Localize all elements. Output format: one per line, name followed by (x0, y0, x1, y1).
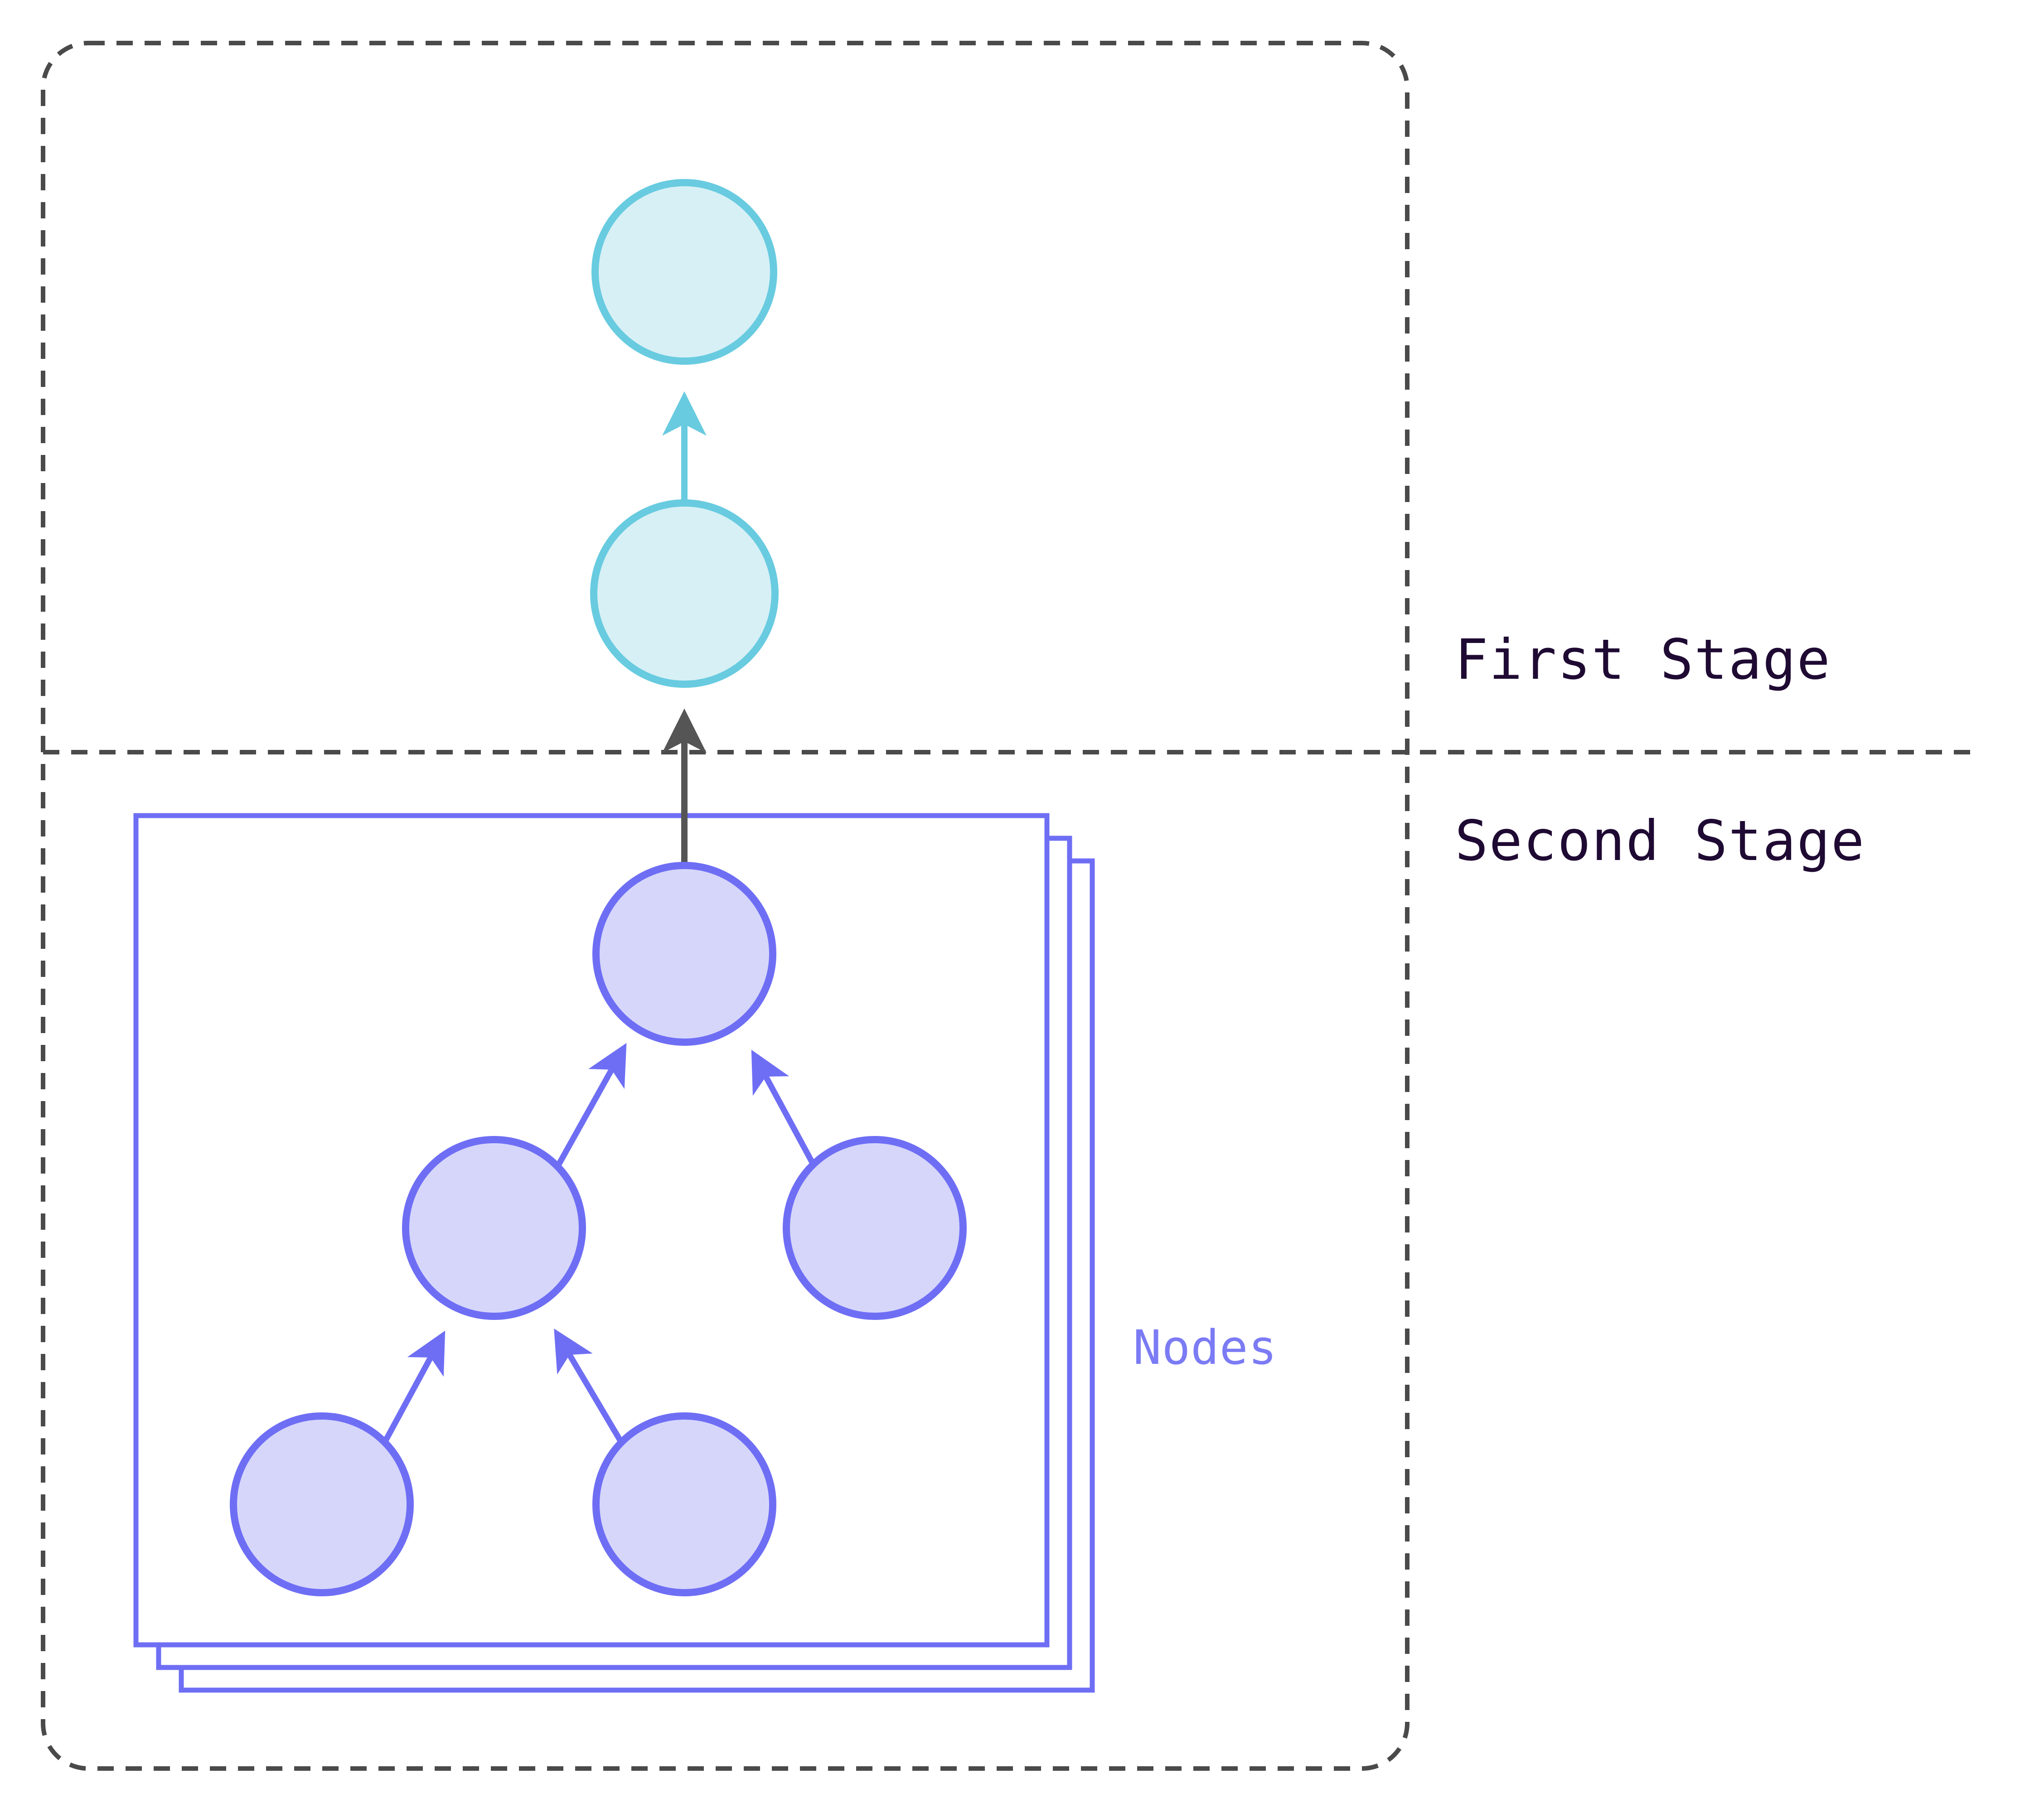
second-stage-node-mid-right[interactable] (783, 1136, 967, 1320)
second-stage-node-leaf-left[interactable] (230, 1412, 414, 1596)
first-stage-node-top[interactable] (591, 179, 777, 365)
nodes-label: Nodes (1133, 1320, 1277, 1375)
first-stage-node-bottom[interactable] (590, 499, 779, 688)
second-stage-node-leaf-mid[interactable] (592, 1412, 776, 1596)
second-stage-node-mid-left[interactable] (402, 1136, 586, 1320)
edge-midright-to-root (751, 1049, 819, 1171)
second-stage-label: Second Stage (1455, 809, 1865, 873)
edge-midleft-to-root (555, 1043, 627, 1169)
first-stage-label: First Stage (1455, 628, 1831, 692)
edge-leafleft-to-midleft (380, 1330, 446, 1447)
edge-leafmid-to-midleft (554, 1328, 626, 1447)
dashed-rounded-boundary (41, 41, 1409, 1771)
second-stage-node-root[interactable] (592, 862, 776, 1046)
